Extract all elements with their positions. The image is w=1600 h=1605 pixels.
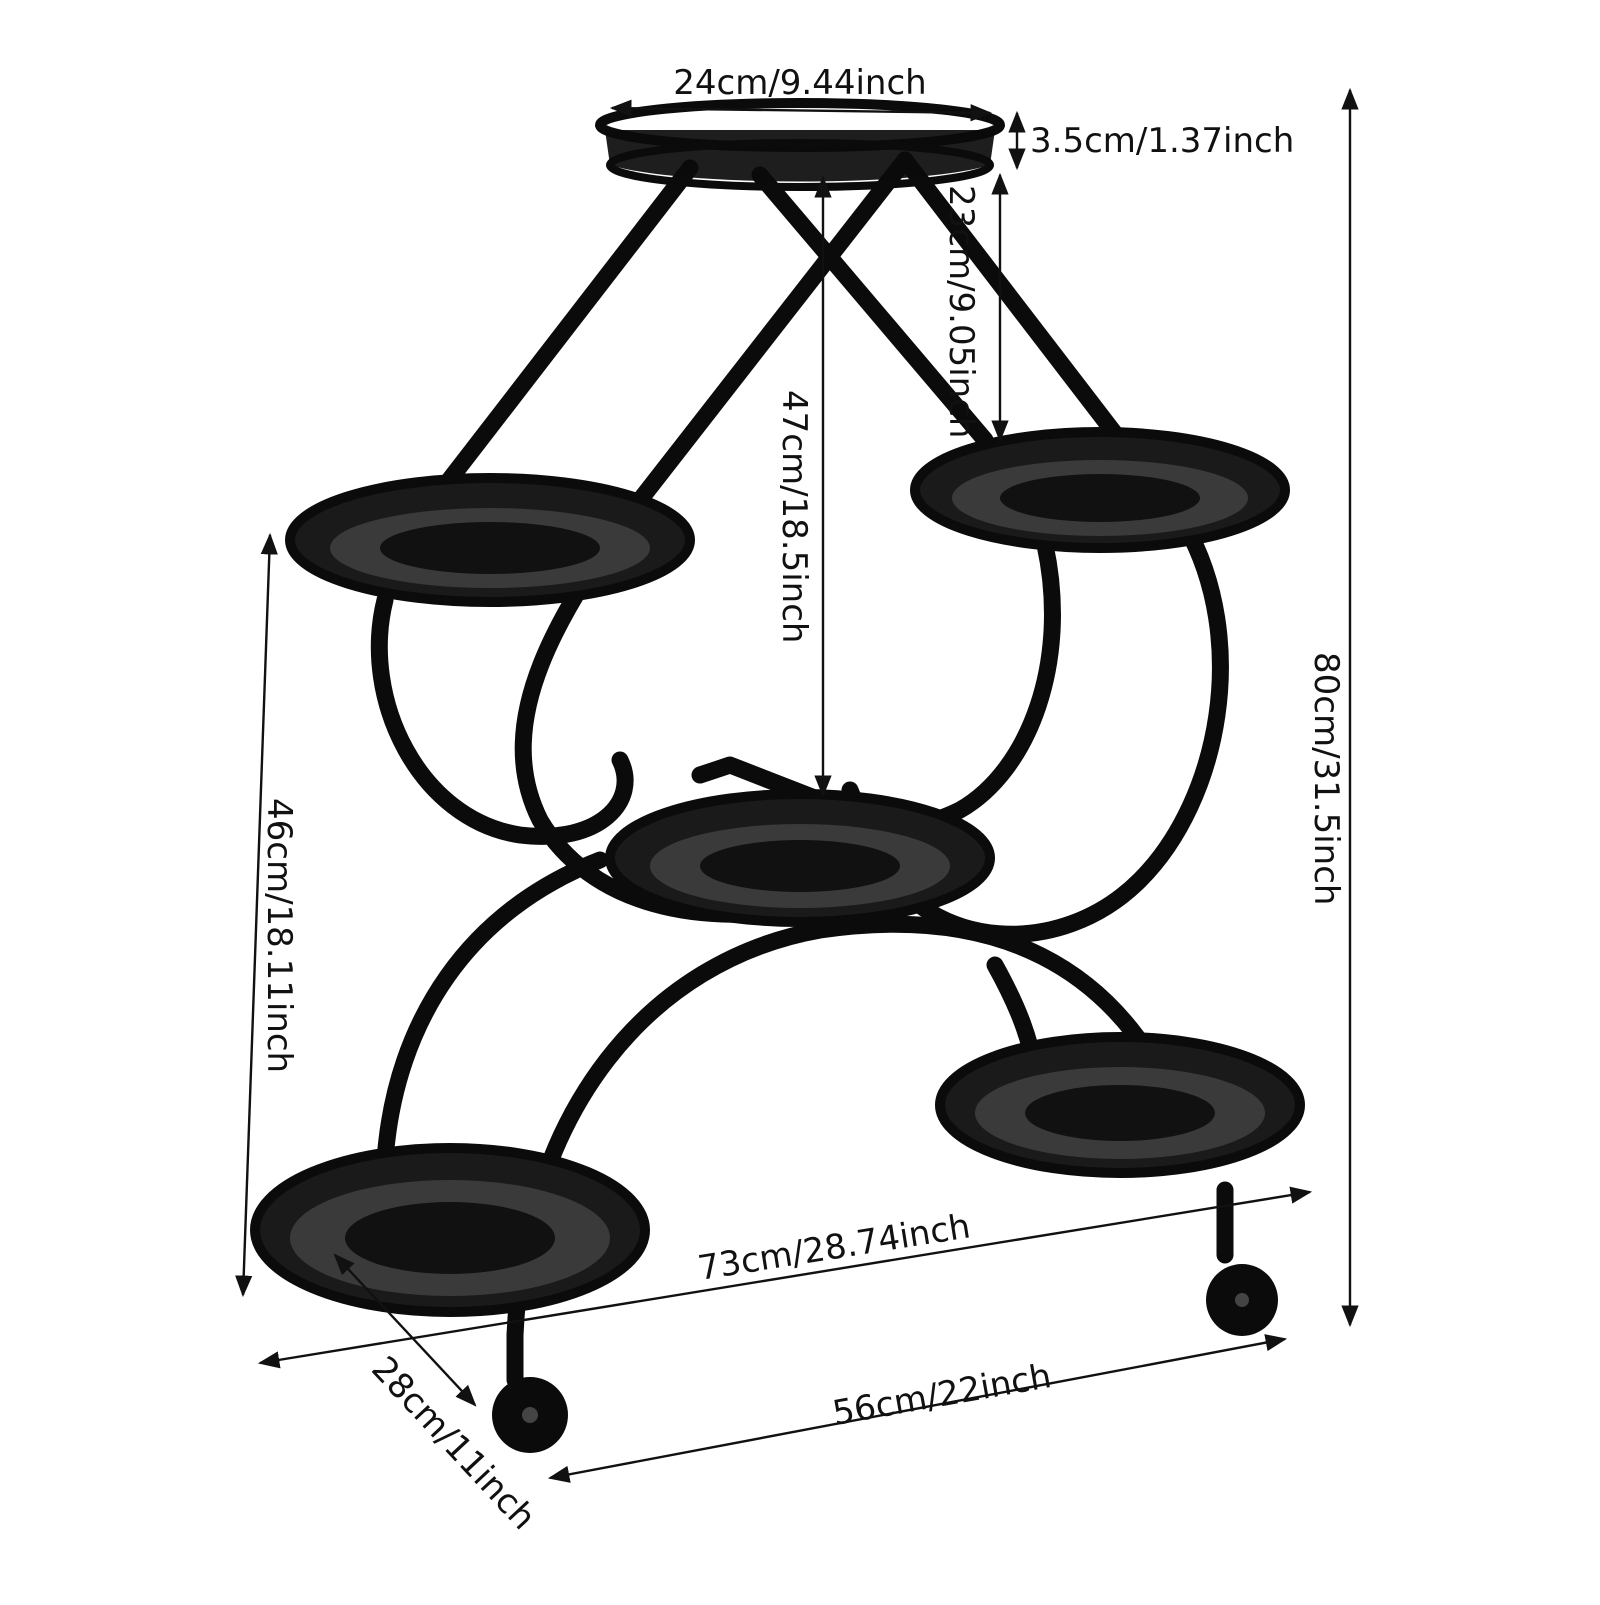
top-cross-leg xyxy=(751,166,994,449)
diagonal-length-label: 73cm/28.74inch xyxy=(695,1206,973,1289)
width-line xyxy=(547,1334,1288,1483)
top-diameter-line xyxy=(609,99,993,122)
dimension-lines xyxy=(235,87,1359,1483)
tray-lower-left xyxy=(250,1143,650,1317)
caster-back-right xyxy=(1206,1264,1278,1336)
right-loop xyxy=(841,536,1061,834)
tray-center xyxy=(605,789,995,927)
center-notch xyxy=(691,756,829,809)
depth-line xyxy=(333,1253,477,1407)
left-loop xyxy=(370,591,634,845)
top-left-leg xyxy=(421,159,699,514)
tray-top xyxy=(595,98,1005,191)
width-label: 56cm/22inch xyxy=(830,1356,1055,1434)
lower-main-arch xyxy=(506,915,1194,1344)
tray-upper-left xyxy=(285,473,695,607)
total-height-label: 80cm/31.5inch xyxy=(1306,652,1346,905)
tray-depth-label: 3.5cm/1.37inch xyxy=(1030,121,1294,161)
side-height-line xyxy=(235,532,278,1298)
tray-upper-right xyxy=(910,427,1290,553)
upper-tier-gap-label: 23cm/9.05inch xyxy=(941,185,981,438)
top-diameter-label: 24cm/9.44inch xyxy=(673,63,926,103)
caster-front-left xyxy=(492,1377,568,1453)
tray-lower-right xyxy=(935,1032,1305,1178)
side-height-label: 46cm/18.11inch xyxy=(259,798,299,1073)
lower-left-arc xyxy=(376,851,609,1169)
center-height-label: 47cm/18.5inch xyxy=(774,390,814,643)
